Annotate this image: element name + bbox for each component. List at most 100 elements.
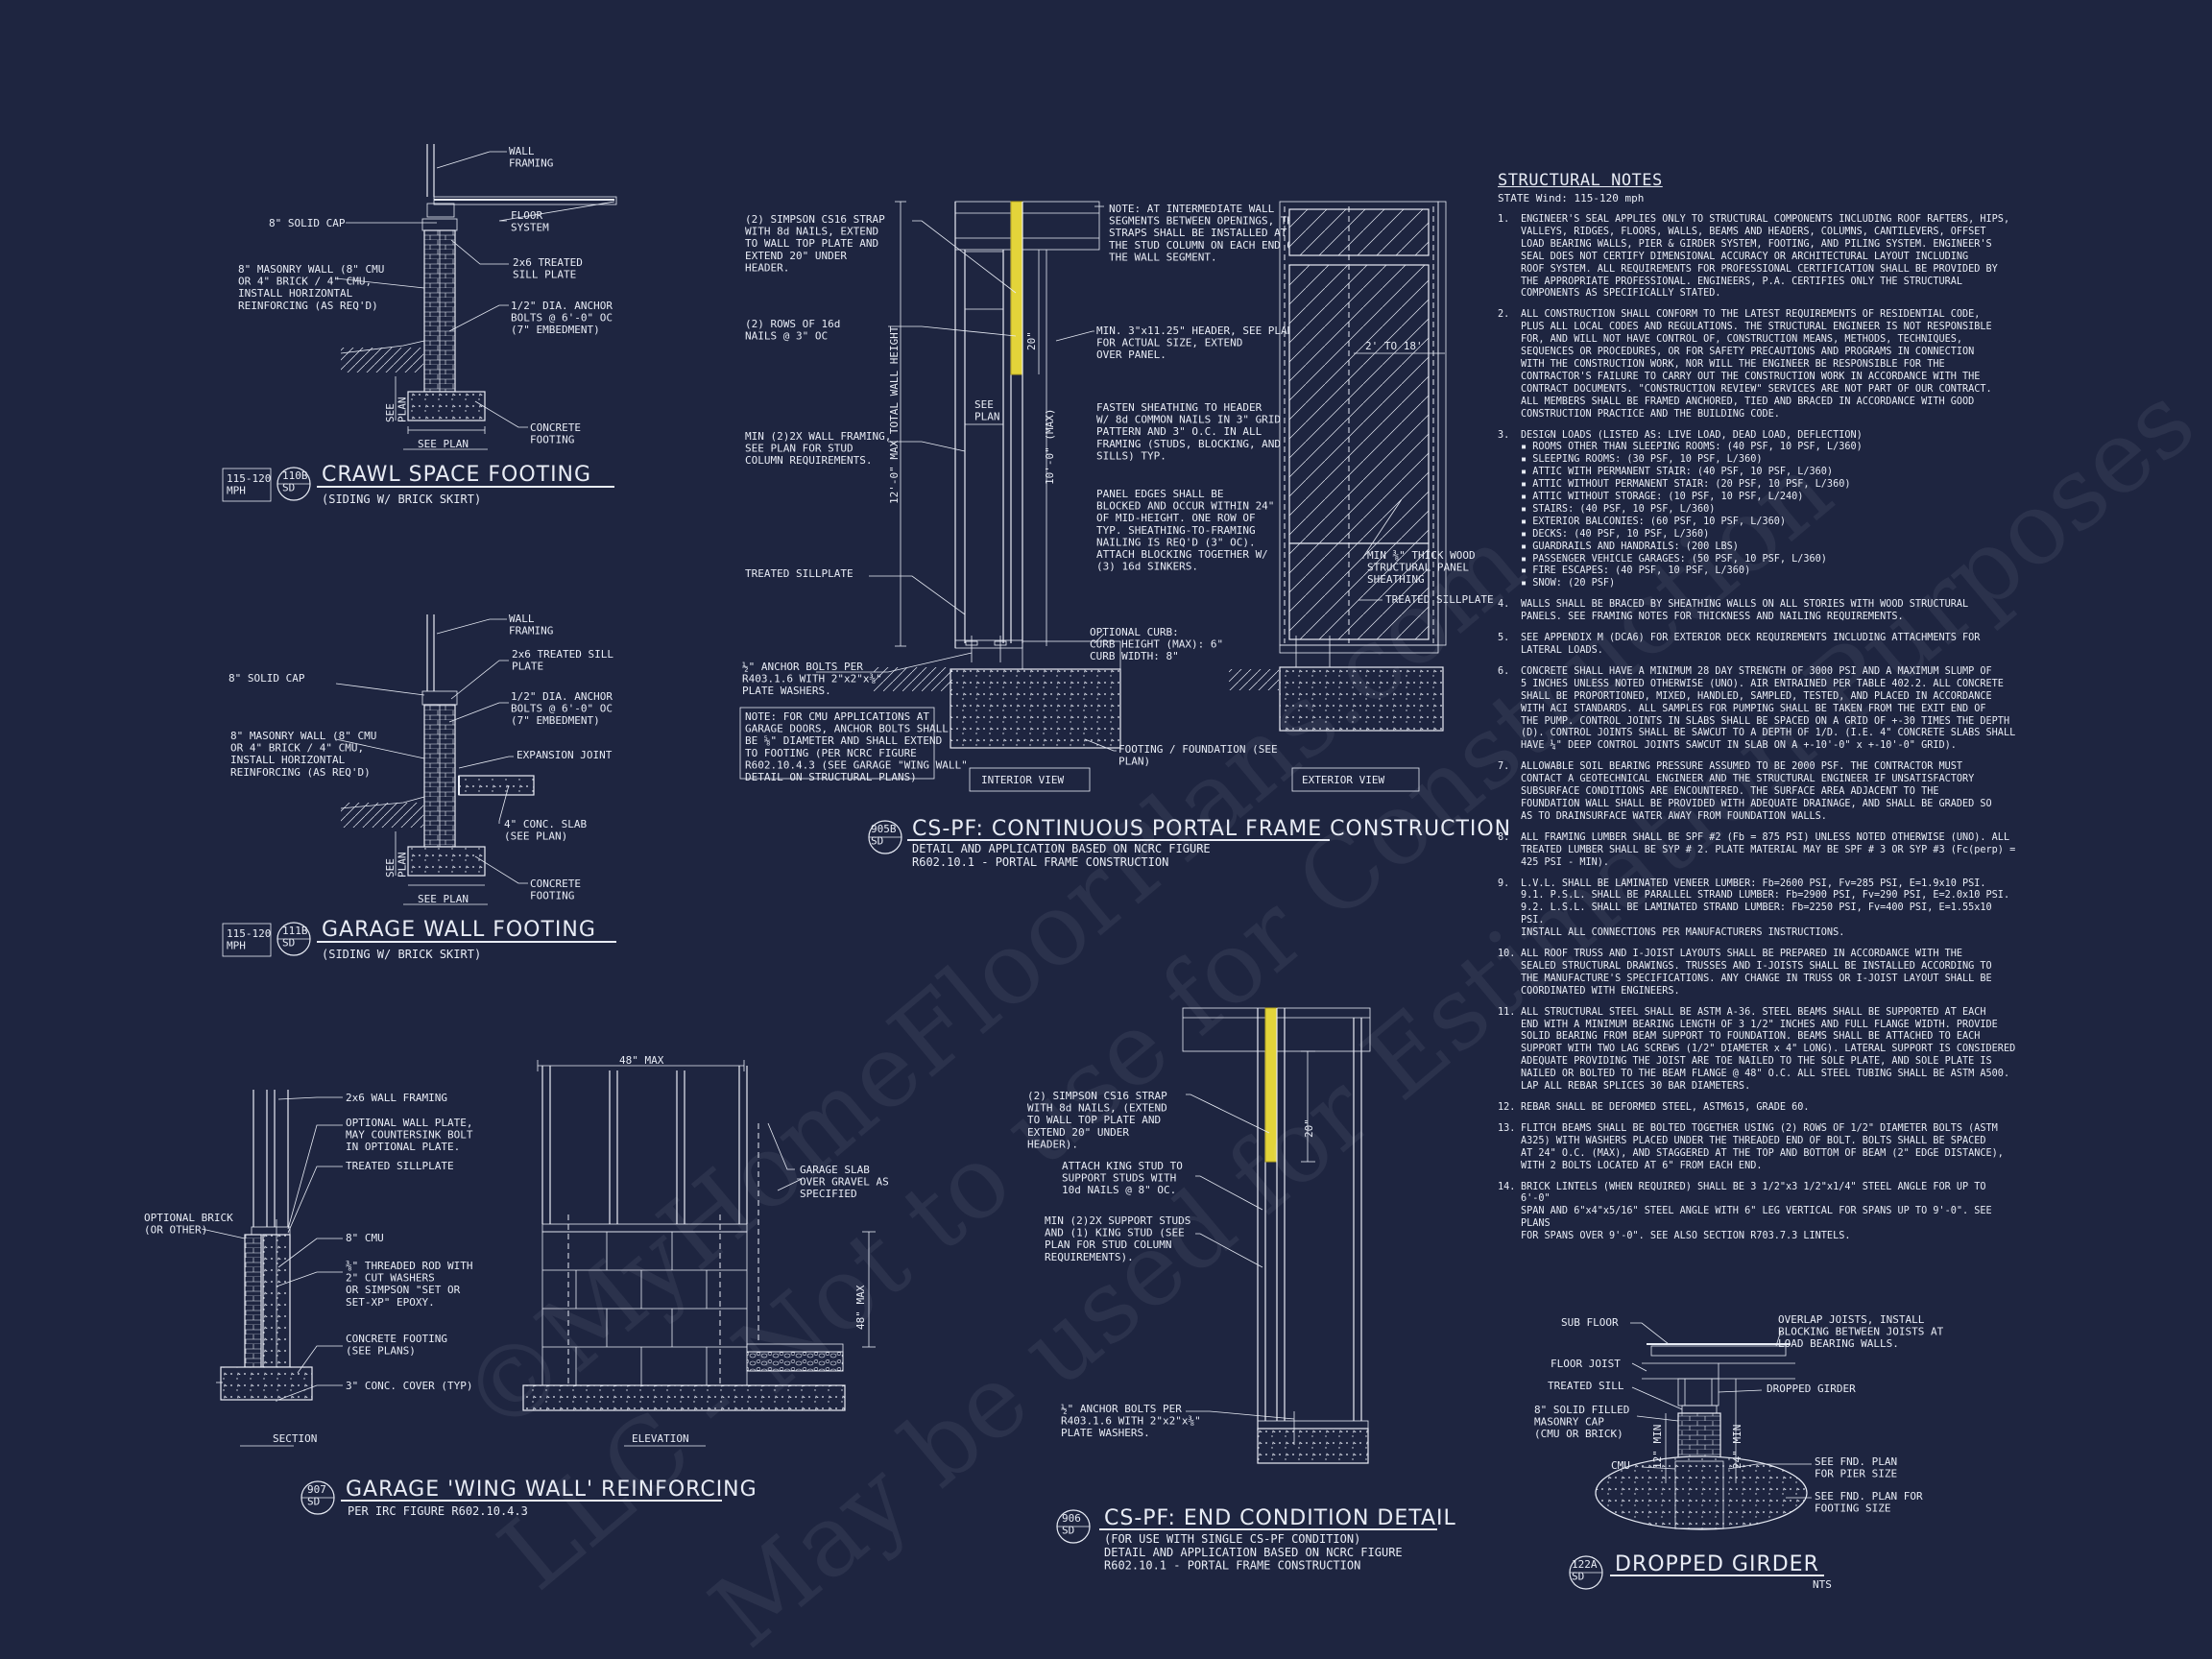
- note-item: 4.WALLS SHALL BE BRACED BY SHEATHING WAL…: [1498, 599, 2021, 624]
- portal-label-wall-framing: MIN (2)2X WALL FRAMING,SEE PLAN FOR STUD…: [745, 430, 891, 467]
- wing-label-optional-brick: OPTIONAL BRICK(OR OTHER): [144, 1212, 233, 1237]
- note-item: 8. ALL FRAMING LUMBER SHALL BE SPF #2 (Fb…: [1498, 832, 2021, 870]
- notes-title: STRUCTURAL NOTES: [1498, 171, 1663, 190]
- note-item: 2. ALL CONSTRUCTION SHALL CONFORM TO THE …: [1498, 309, 2021, 421]
- note-item: 13. FLITCH BEAMS SHALL BE BOLTED TOGETHER…: [1498, 1123, 2021, 1173]
- wing-label-treated-sill: TREATED SILLPLATE: [346, 1160, 454, 1172]
- note-number: 12.: [1498, 1102, 1516, 1113]
- note-text: ALL STRUCTURAL STEEL SHALL BE ASTM A-36.…: [1521, 1006, 2016, 1093]
- portal-label-2-to-18: 2' TO 18': [1365, 340, 1423, 352]
- note-number: 10.: [1498, 949, 1516, 960]
- notes-list: 1. ENGINEER'S SEAL APPLIES ONLY TO STRUCT…: [1498, 214, 2021, 1243]
- note-number: 8.: [1498, 831, 1510, 843]
- wing-label-optional-plate: OPTIONAL WALL PLATE,MAY COUNTERSINK BOLT…: [346, 1117, 473, 1153]
- note-item: 6. CONCRETE SHALL HAVE A MINIMUM 28 DAY S…: [1498, 666, 2021, 753]
- crawl-subtitle: (SIDING W/ BRICK SKIRT): [322, 493, 481, 506]
- note-text: ENGINEER'S SEAL APPLIES ONLY TO STRUCTUR…: [1521, 214, 2010, 300]
- garage-wing-wall-detail: SECTION 2x6 WALL FRAMING OPTIONAL WALL P…: [144, 1054, 889, 1518]
- note-number: 6.: [1498, 665, 1510, 677]
- note-text: FLITCH BEAMS SHALL BE BOLTED TOGETHER US…: [1521, 1122, 2004, 1171]
- note-text: CONCRETE SHALL HAVE A MINIMUM 28 DAY STR…: [1521, 665, 2016, 752]
- girder-label-cmu: CMU: [1611, 1459, 1630, 1472]
- portal-label-total-height: 12'-0" MAX TOTAL WALL HEIGHT: [888, 325, 901, 504]
- garage-label-expansion-joint: EXPANSION JOINT: [517, 749, 613, 761]
- structural-notes: STRUCTURAL NOTES STATE Wind: 115-120 mph…: [1498, 171, 2021, 1252]
- wing-label-48-max-top: 48" MAX: [619, 1054, 664, 1067]
- note-number: 5.: [1498, 633, 1510, 644]
- crawl-label-see-plan-vert: SEEPLAN: [384, 397, 409, 423]
- portal-frame-detail: 12'-0" MAX TOTAL WALL HEIGHT 10'-0" (MAX…: [739, 201, 1511, 869]
- note-number: 1.: [1498, 214, 1510, 225]
- note-number: 13.: [1498, 1122, 1516, 1134]
- note-text: DESIGN LOADS (LISTED AS: LIVE LOAD, DEAD…: [1521, 429, 1863, 589]
- note-item: 9. L.V.L. SHALL BE LAMINATED VENEER LUMBE…: [1498, 878, 2021, 941]
- crawl-label-solid-cap: 8" SOLID CAP: [269, 217, 346, 229]
- note-number: 2.: [1498, 309, 1510, 321]
- portal-label-treated-sill: TREATED SILLPLATE: [745, 567, 854, 580]
- portal-label-20in: 20": [1025, 331, 1038, 350]
- portal-exterior-view: EXTERIOR VIEW: [1302, 774, 1384, 786]
- end-title: CS-PF: END CONDITION DETAIL: [1104, 1506, 1456, 1530]
- end-label-20in: 20": [1303, 1118, 1315, 1138]
- note-item: 10. ALL ROOF TRUSS AND I-JOIST LAYOUTS SH…: [1498, 949, 2021, 998]
- girder-label-treated-sill: TREATED SILL: [1548, 1380, 1624, 1392]
- portal-label-treated-sill-ext: TREATED SILLPLATE: [1385, 593, 1494, 606]
- note-text: ALL ROOF TRUSS AND I-JOIST LAYOUTS SHALL…: [1521, 949, 1992, 997]
- notes-subtitle: STATE Wind: 115-120 mph: [1498, 192, 1645, 204]
- note-item: 11.ALL STRUCTURAL STEEL SHALL BE ASTM A-…: [1498, 1007, 2021, 1094]
- wing-title: GARAGE 'WING WALL' REINFORCING: [346, 1478, 757, 1502]
- wing-label-cmu: 8" CMU: [346, 1232, 384, 1244]
- wing-label-wall-framing: 2x6 WALL FRAMING: [346, 1092, 447, 1104]
- wing-subtitle: PER IRC FIGURE R602.10.4.3: [348, 1504, 528, 1518]
- note-text: WALLS SHALL BE BRACED BY SHEATHING WALLS…: [1521, 599, 1969, 623]
- crawl-label-see-plan: SEE PLAN: [418, 438, 469, 450]
- note-text: ALL CONSTRUCTION SHALL CONFORM TO THE LA…: [1521, 309, 1992, 420]
- note-item: 3.DESIGN LOADS (LISTED AS: LIVE LOAD, DE…: [1498, 430, 2021, 591]
- garage-label-conc-slab: 4" CONC. SLAB(SEE PLAN): [504, 818, 587, 843]
- portal-label-10ft: 10'-0" (MAX): [1044, 409, 1056, 485]
- garage-label-see-plan-vert: SEEPLAN: [384, 853, 409, 878]
- girder-label-12-min: 12" MIN: [1651, 1425, 1664, 1469]
- portal-label-optional-curb: OPTIONAL CURB:CURB HEIGHT (MAX): 6"CURB …: [1090, 626, 1223, 662]
- portal-title: CS-PF: CONTINUOUS PORTAL FRAME CONSTRUCT…: [912, 817, 1511, 841]
- note-text: ALL FRAMING LUMBER SHALL BE SPF #2 (Fb =…: [1521, 831, 2016, 868]
- end-subtitle: (FOR USE WITH SINGLE CS-PF CONDITION)DET…: [1104, 1532, 1403, 1573]
- girder-label-sub-floor: SUB FLOOR: [1561, 1316, 1619, 1329]
- note-text: L.V.L. SHALL BE LAMINATED VENEER LUMBER:…: [1521, 878, 2010, 939]
- note-item: 1. ENGINEER'S SEAL APPLIES ONLY TO STRUCT…: [1498, 214, 2021, 301]
- note-text: REBAR SHALL BE DEFORMED STEEL, ASTM615, …: [1521, 1102, 1810, 1113]
- note-number: 9.: [1498, 878, 1510, 889]
- crawl-title: CRAWL SPACE FOOTING: [322, 463, 591, 487]
- note-item: 14.BRICK LINTELS (WHEN REQUIRED) SHALL B…: [1498, 1182, 2021, 1244]
